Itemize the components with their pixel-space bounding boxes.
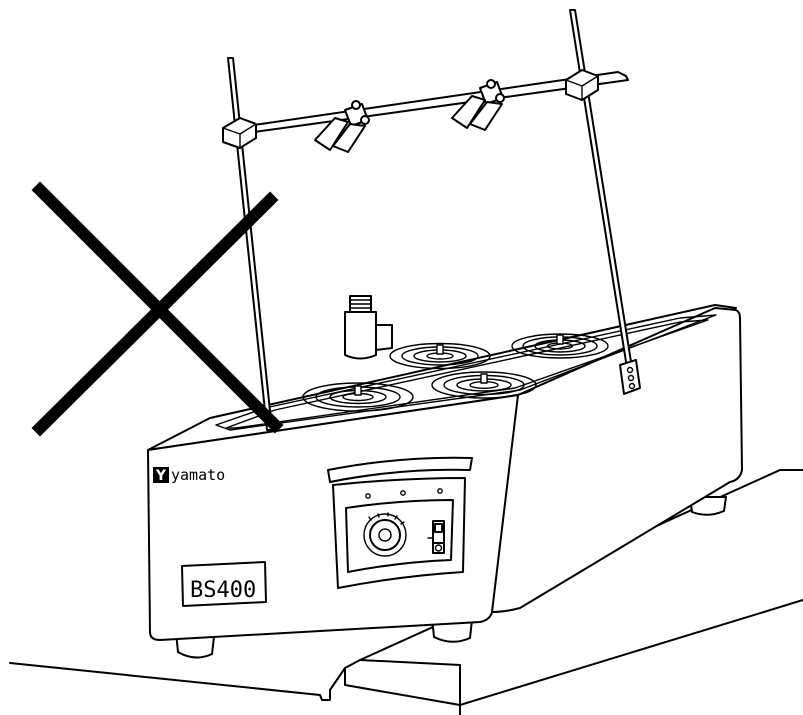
model-label-text: BS400 — [190, 578, 256, 603]
side-hook — [619, 359, 641, 395]
logo-letter: Y — [155, 468, 167, 484]
ring-lid-front-left — [302, 382, 414, 412]
ring-lid-back-left — [389, 342, 491, 370]
flask-clamp-left — [314, 100, 370, 153]
ring-lids — [302, 333, 609, 412]
ring-lid-back-right — [511, 333, 609, 359]
power-switch[interactable] — [427, 520, 445, 554]
ring-lid-front-right — [431, 371, 537, 399]
control-panel — [327, 456, 473, 589]
temperature-dial[interactable] — [363, 512, 407, 557]
clamp-bosses — [222, 69, 599, 149]
model-label: BS400 — [181, 561, 267, 607]
brand-name: yamato — [171, 466, 225, 484]
prohibition-cross-icon — [31, 181, 284, 437]
flask-clamp-right — [451, 79, 505, 131]
logo-badge-icon — [153, 467, 169, 483]
bottle-sensor — [344, 295, 393, 360]
brand-logo: Y yamato — [153, 466, 225, 484]
bench-platform — [9, 469, 803, 715]
